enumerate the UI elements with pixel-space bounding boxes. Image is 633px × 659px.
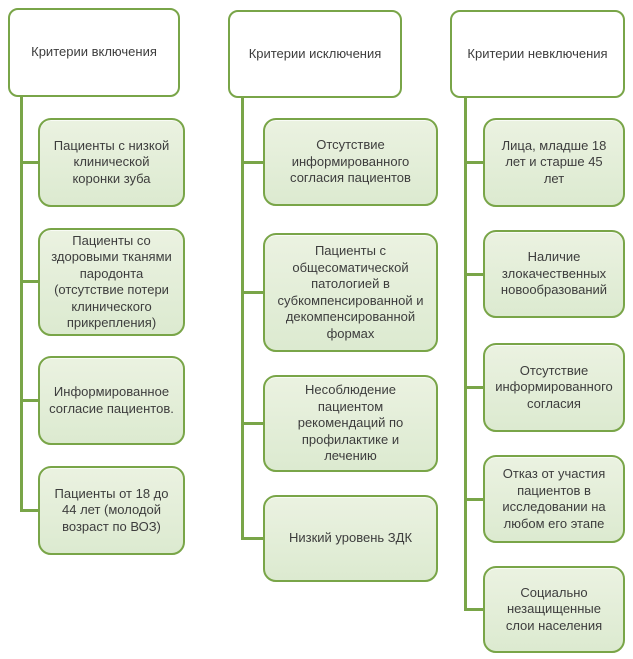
connector-branch [241,291,263,294]
connector-branch [464,273,483,276]
connector-trunk [241,96,244,540]
connector-branch [464,608,483,611]
item-age-18-44: Пациенты от 18 до 44 лет (молодой возрас… [38,466,185,555]
item-refusal-to-participate: Отказ от участия пациентов в исследовани… [483,455,625,543]
item-non-compliance: Несоблюдение пациентом рекомендаций по п… [263,375,438,472]
connector-trunk [20,95,23,512]
item-age-under-18-over-45: Лица, младше 18 лет и старше 45 лет [483,118,625,207]
connector-branch [241,422,263,425]
header-inclusion-criteria: Критерии включения [8,8,180,97]
item-somatic-pathology: Пациенты с общесоматической патологией в… [263,233,438,352]
connector-branch [241,161,263,164]
item-socially-vulnerable: Социально незащищенные слои населения [483,566,625,653]
connector-trunk [464,96,467,611]
item-informed-consent: Информированное согласие пациентов. [38,356,185,445]
item-low-zdk-level: Низкий уровень ЗДК [263,495,438,582]
header-exclusion-criteria: Критерии исключения [228,10,402,98]
connector-branch [20,161,39,164]
connector-branch [20,509,39,512]
connector-branch [464,498,483,501]
item-no-informed-consent: Отсутствие информированного согласия пац… [263,118,438,206]
connector-branch [241,537,263,540]
item-low-clinical-crown: Пациенты с низкой клинической коронки зу… [38,118,185,207]
connector-branch [464,386,483,389]
header-non-inclusion-criteria: Критерии невключения [450,10,625,98]
connector-branch [20,399,39,402]
item-malignant-neoplasms: Наличие злокачественных новообразований [483,230,625,318]
item-healthy-periodontal-tissues: Пациенты со здоровыми тканями пародонта … [38,228,185,336]
item-no-informed-consent: Отсутствие информированного согласия [483,343,625,432]
connector-branch [20,280,39,283]
connector-branch [464,161,483,164]
